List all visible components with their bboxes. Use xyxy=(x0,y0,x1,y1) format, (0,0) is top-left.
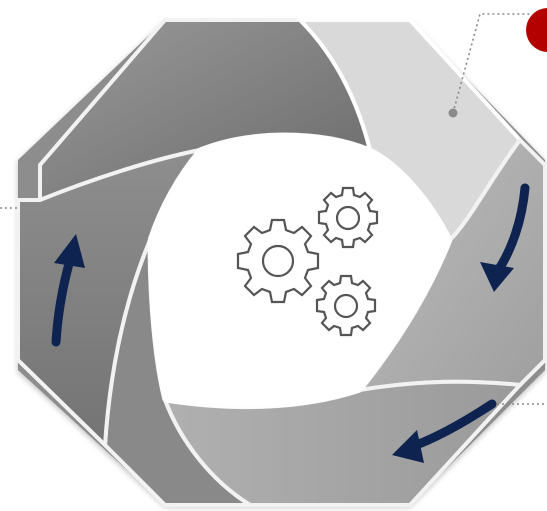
process-cycle-diagram xyxy=(0,0,547,511)
cycle-hexagon-graphic xyxy=(0,0,547,511)
